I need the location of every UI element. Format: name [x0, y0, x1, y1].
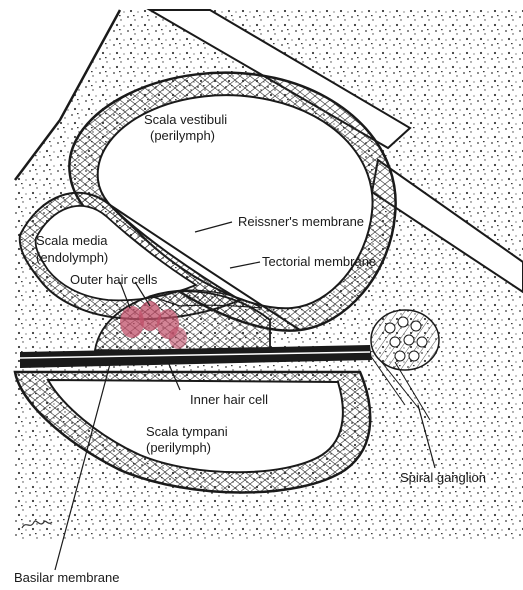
label-outer-hair-cells: Outer hair cells [70, 272, 158, 287]
label-reissners-membrane: Reissner's membrane [238, 214, 364, 229]
label-spiral-ganglion: Spiral ganglion [400, 470, 486, 485]
label-inner-hair-cell: Inner hair cell [190, 392, 268, 407]
label-tectorial-membrane: Tectorial membrane [262, 254, 376, 269]
label-scala-vestibuli: Scala vestibuli [144, 112, 227, 127]
label-scala-vestibuli-sub: (perilymph) [150, 128, 215, 143]
label-scala-media: Scala media [36, 233, 108, 248]
label-basilar-membrane: Basilar membrane [14, 570, 120, 585]
label-scala-tympani-sub: (perilymph) [146, 440, 211, 455]
label-scala-tympani: Scala tympani [146, 424, 228, 439]
label-scala-media-sub: (endolymph) [36, 250, 108, 265]
